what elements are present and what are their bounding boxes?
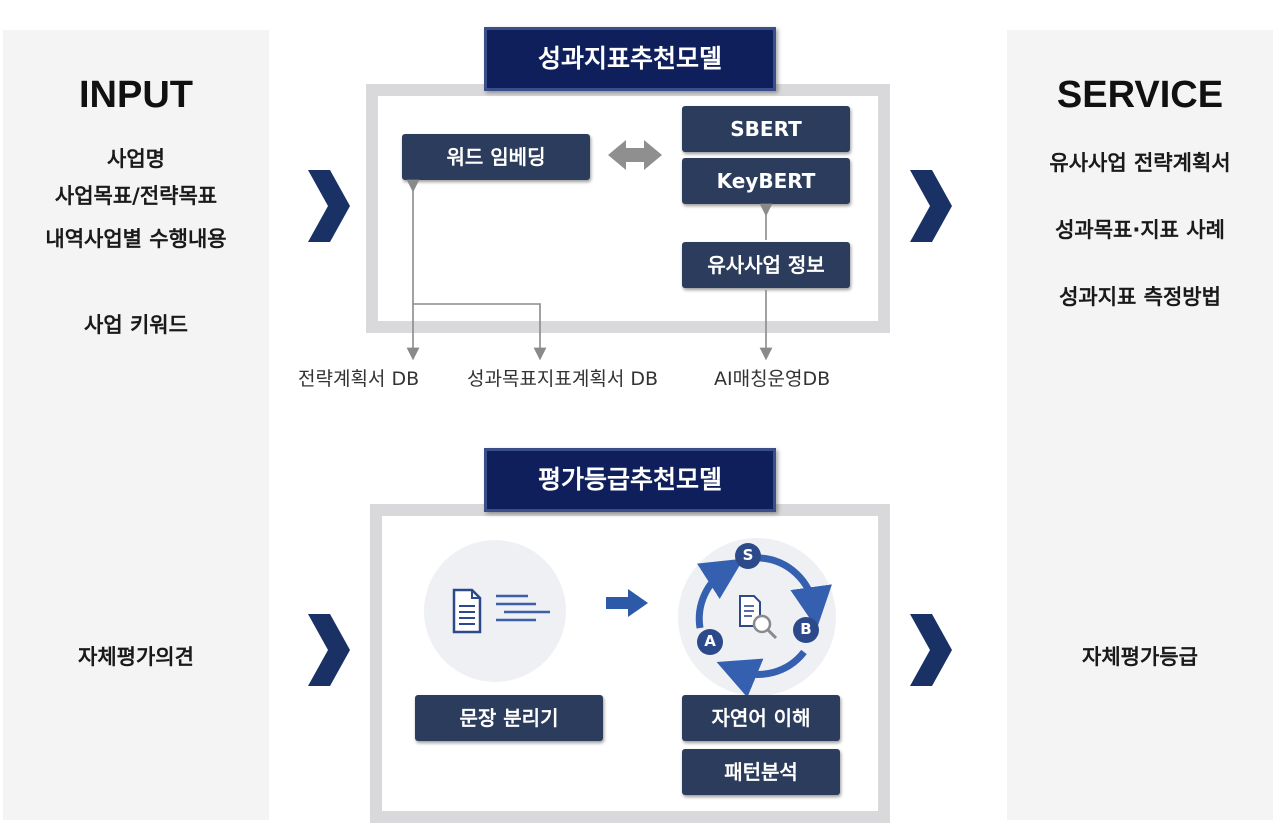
service-item-strategy-plan: 유사사업 전략계획서	[1049, 151, 1231, 175]
nlu-box: 자연어 이해	[682, 695, 840, 741]
input-title: INPUT	[79, 74, 193, 116]
input-item-goals: 사업목표/전략목표	[54, 184, 218, 208]
service-item-cases: 성과목표·지표 사례	[1055, 218, 1225, 242]
chevron-right-icon	[308, 170, 350, 242]
input-item-project-name: 사업명	[107, 147, 165, 171]
cycle-label-s: S	[742, 546, 754, 564]
service-title: SERVICE	[1056, 74, 1224, 116]
chevron-right-icon	[308, 614, 350, 686]
service-panel: SERVICE 유사사업 전략계획서 성과목표·지표 사례 성과지표 측정방법 …	[1007, 30, 1273, 820]
connector-lines	[406, 140, 773, 361]
word-embedding-box: 워드 임베딩	[402, 134, 590, 180]
chevron-right-icon	[910, 614, 952, 686]
performance-model-title: 성과지표추천모델	[484, 27, 776, 91]
cycle-circle: S B A	[678, 538, 836, 698]
service-item-grade: 자체평가등급	[1082, 645, 1198, 669]
sentence-splitter-box: 문장 분리기	[415, 695, 603, 741]
document-lines-icon	[452, 588, 550, 634]
input-item-activities: 내역사업별 수행내용	[45, 227, 227, 251]
pattern-analysis-box: 패턴분석	[682, 749, 840, 795]
cycle-arrows-icon	[695, 543, 832, 698]
chevron-right-icon	[910, 170, 952, 242]
input-item-keywords: 사업 키워드	[84, 313, 188, 337]
grade-model-title: 평가등급추천모델	[484, 448, 776, 512]
db-label-performance: 성과목표지표계획서 DB	[467, 368, 659, 390]
document-icon-circle	[424, 540, 566, 682]
db-label-strategy: 전략계획서 DB	[298, 368, 420, 390]
service-item-measurement: 성과지표 측정방법	[1059, 285, 1221, 309]
db-label-ai-matching: AI매칭운영DB	[714, 368, 831, 390]
cycle-label-b: B	[800, 620, 812, 638]
double-arrow-icon	[608, 140, 662, 170]
similar-project-box: 유사사업 정보	[682, 242, 850, 288]
keybert-box: KeyBERT	[682, 158, 850, 204]
cycle-label-a: A	[704, 632, 716, 650]
right-arrow-icon	[606, 589, 648, 617]
sbert-box: SBERT	[682, 106, 850, 152]
input-item-self-evaluation: 자체평가의견	[78, 645, 194, 669]
input-panel: INPUT 사업명 사업목표/전략목표 내역사업별 수행내용 사업 키워드 자체…	[3, 30, 269, 820]
